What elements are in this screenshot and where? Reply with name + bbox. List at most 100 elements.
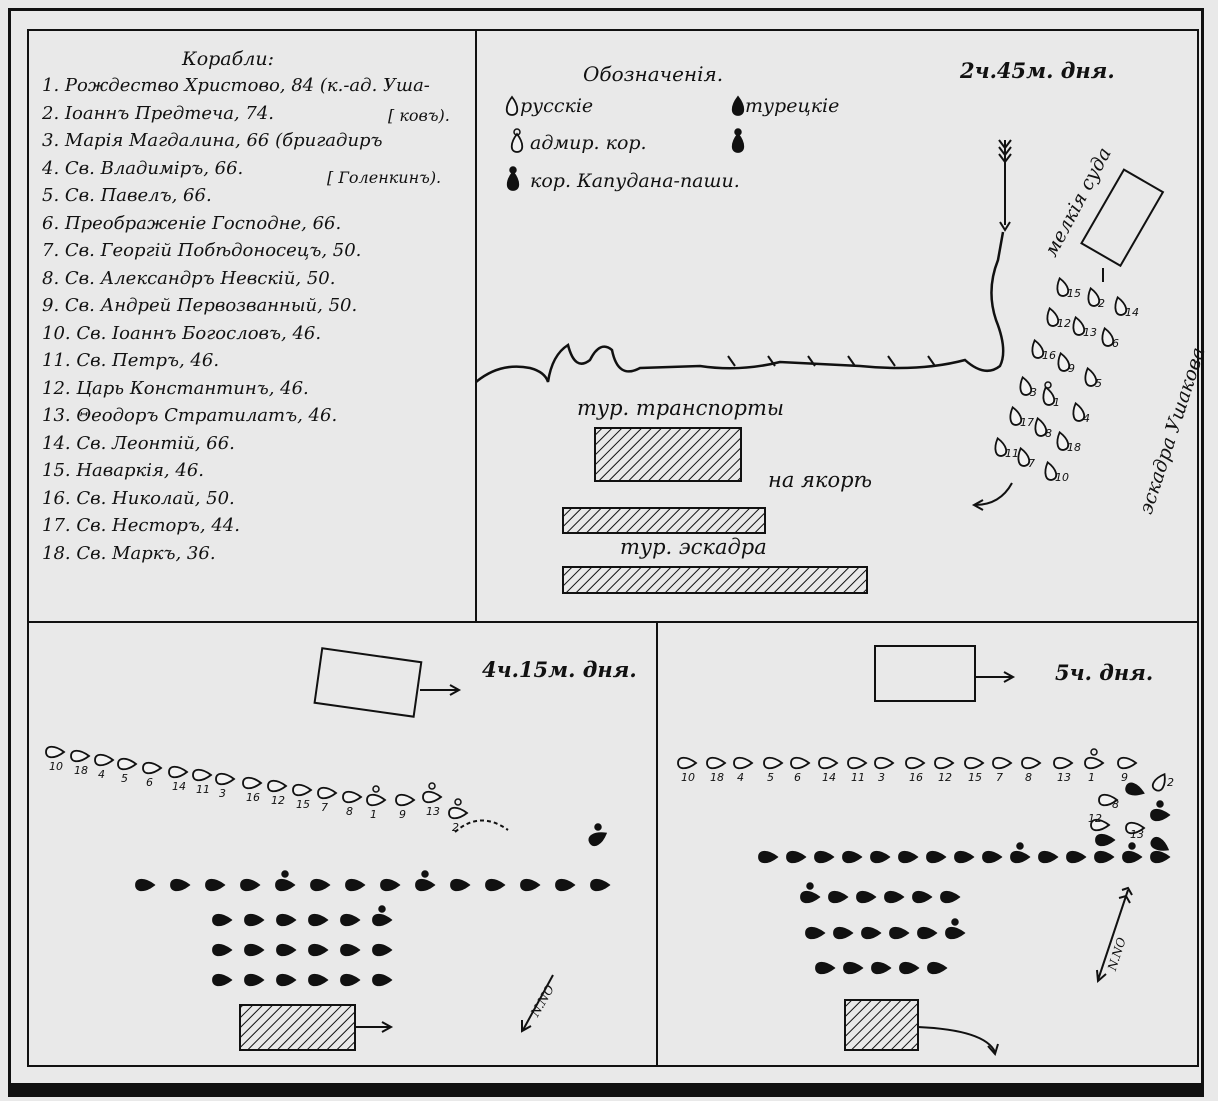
russian-ship-marker xyxy=(1019,375,1033,396)
russian-ship-marker xyxy=(905,756,926,770)
legend-kapudan-icon xyxy=(506,170,520,191)
ship-number-label: 9 xyxy=(1121,771,1128,784)
small-vessels-box-p2 xyxy=(313,647,423,718)
russian-ship-marker xyxy=(706,756,727,770)
turkish-ship-marker xyxy=(135,878,156,892)
legend-kapudan: кор. Капудана-паши. xyxy=(530,170,740,192)
ship-number-label: 4 xyxy=(98,768,105,781)
ship-number-label: 10 xyxy=(1055,471,1069,484)
russian-ship-marker xyxy=(1098,793,1119,807)
ship-number-label: 11 xyxy=(1005,447,1019,460)
turkish-ship-marker xyxy=(340,913,361,927)
ship-list: Корабли: 1. Рождество Христово, 84 (к.-а… xyxy=(42,47,430,567)
turkish-ship-marker xyxy=(372,973,393,987)
transports-block-p3 xyxy=(844,999,919,1051)
ship-number-label: 13 xyxy=(1057,771,1071,784)
turkish-ship-marker xyxy=(814,850,835,864)
russian-ship-marker xyxy=(1084,756,1105,770)
turkish-ship-marker xyxy=(856,890,877,904)
legend-turkish: турецкіе xyxy=(745,95,840,117)
ship-number-label: 8 xyxy=(1045,427,1052,440)
turkish-ship-marker xyxy=(244,943,265,957)
turkish-ship-marker xyxy=(828,890,849,904)
ship-number-label: 14 xyxy=(172,780,186,793)
russian-ship-marker xyxy=(847,756,868,770)
russian-ship-marker xyxy=(1031,338,1045,359)
ship-number-label: 5 xyxy=(767,771,774,784)
flagship-flag-icon xyxy=(734,128,742,136)
ship-number-label: 9 xyxy=(399,808,406,821)
turkish-ship-marker xyxy=(555,878,576,892)
ship-list-item: 18. Св. Маркъ, 36. xyxy=(42,542,216,564)
turkish-ship-marker xyxy=(244,913,265,927)
turkish-ship-marker xyxy=(340,973,361,987)
note-ushakov: [ ковъ). xyxy=(388,106,450,125)
turkish-ship-marker xyxy=(1150,836,1170,851)
russian-ship-marker xyxy=(1046,306,1060,327)
ship-number-label: 3 xyxy=(878,771,885,784)
russian-ship-marker xyxy=(292,783,313,797)
flagship-flag-icon xyxy=(421,870,429,878)
turkish-ship-marker xyxy=(340,943,361,957)
ship-list-item: 14. Св. Леонтій, 66. xyxy=(42,432,235,454)
ship-number-label: 14 xyxy=(822,771,836,784)
ship-number-label: 12 xyxy=(1088,812,1102,825)
turkish-ship-marker xyxy=(276,913,297,927)
flagship-flag-icon xyxy=(281,870,289,878)
turkish-ship-marker xyxy=(1094,850,1115,864)
ship-number-label: 13 xyxy=(1083,326,1097,339)
ship-list-item: 12. Царь Константинъ, 46. xyxy=(42,377,309,399)
ship-number-label: 1 xyxy=(370,808,377,821)
legend-flagship-turkish-icon xyxy=(731,132,745,153)
ship-number-label: 12 xyxy=(271,794,285,807)
legend-turkish-icon xyxy=(731,95,745,116)
turkish-ship-marker xyxy=(1095,833,1116,847)
ship-number-label: 13 xyxy=(426,805,440,818)
ship-number-label: 1 xyxy=(1088,771,1095,784)
turkish-ship-marker xyxy=(871,961,892,975)
russian-ship-marker xyxy=(1044,460,1058,481)
ship-number-label: 11 xyxy=(851,771,865,784)
russian-ship-marker xyxy=(215,772,236,786)
russian-ship-marker xyxy=(992,756,1013,770)
ship-number-label: 6 xyxy=(794,771,801,784)
russian-ship-marker xyxy=(818,756,839,770)
russian-ship-marker xyxy=(790,756,811,770)
ship-list-item: 7. Св. Георгій Побѣдоносецъ, 50. xyxy=(42,240,362,261)
turkish-ship-marker xyxy=(1125,782,1145,796)
turkish-ship-marker xyxy=(1122,850,1143,864)
turkish-ship-marker xyxy=(843,961,864,975)
turkish-squadron-block-1 xyxy=(562,507,766,534)
russian-ship-marker xyxy=(242,776,263,790)
ship-number-label: 10 xyxy=(49,760,63,773)
ship-number-label: 10 xyxy=(681,771,695,784)
ship-number-label: 16 xyxy=(909,771,923,784)
time-label-p1: 2ч.45м. дня. xyxy=(960,58,1115,83)
turkish-ship-marker xyxy=(520,878,541,892)
russian-ship-marker xyxy=(994,436,1008,457)
turkish-ship-marker xyxy=(308,913,329,927)
russian-ship-marker xyxy=(1034,416,1048,437)
flagship-flag-icon xyxy=(594,823,602,831)
russian-ship-marker xyxy=(1053,756,1074,770)
ship-number-label: 9 xyxy=(1068,362,1075,375)
flagship-flag-icon xyxy=(951,918,959,926)
russian-ship-marker xyxy=(1021,756,1042,770)
russian-ship-marker xyxy=(1056,430,1070,451)
russian-ship-marker xyxy=(395,793,416,807)
ship-number-label: 2 xyxy=(1167,776,1174,789)
turkish-ship-marker xyxy=(982,850,1003,864)
wind-arrow-p3 xyxy=(1097,889,1129,981)
ship-number-label: 15 xyxy=(1067,287,1081,300)
turkish-ship-marker xyxy=(805,926,826,940)
ship-list-item: 3. Марія Магдалина, 66 (бригадиръ xyxy=(42,130,383,151)
turkish-ship-marker xyxy=(917,926,938,940)
russian-ship-marker xyxy=(1009,405,1023,426)
turkish-ship-marker xyxy=(833,926,854,940)
russian-ship-marker xyxy=(964,756,985,770)
flagship-flag-icon xyxy=(428,782,436,790)
turkish-ship-marker xyxy=(1150,808,1171,822)
ship-list-item: 5. Св. Павелъ, 66. xyxy=(42,185,212,206)
ship-number-label: 2 xyxy=(1098,297,1105,310)
